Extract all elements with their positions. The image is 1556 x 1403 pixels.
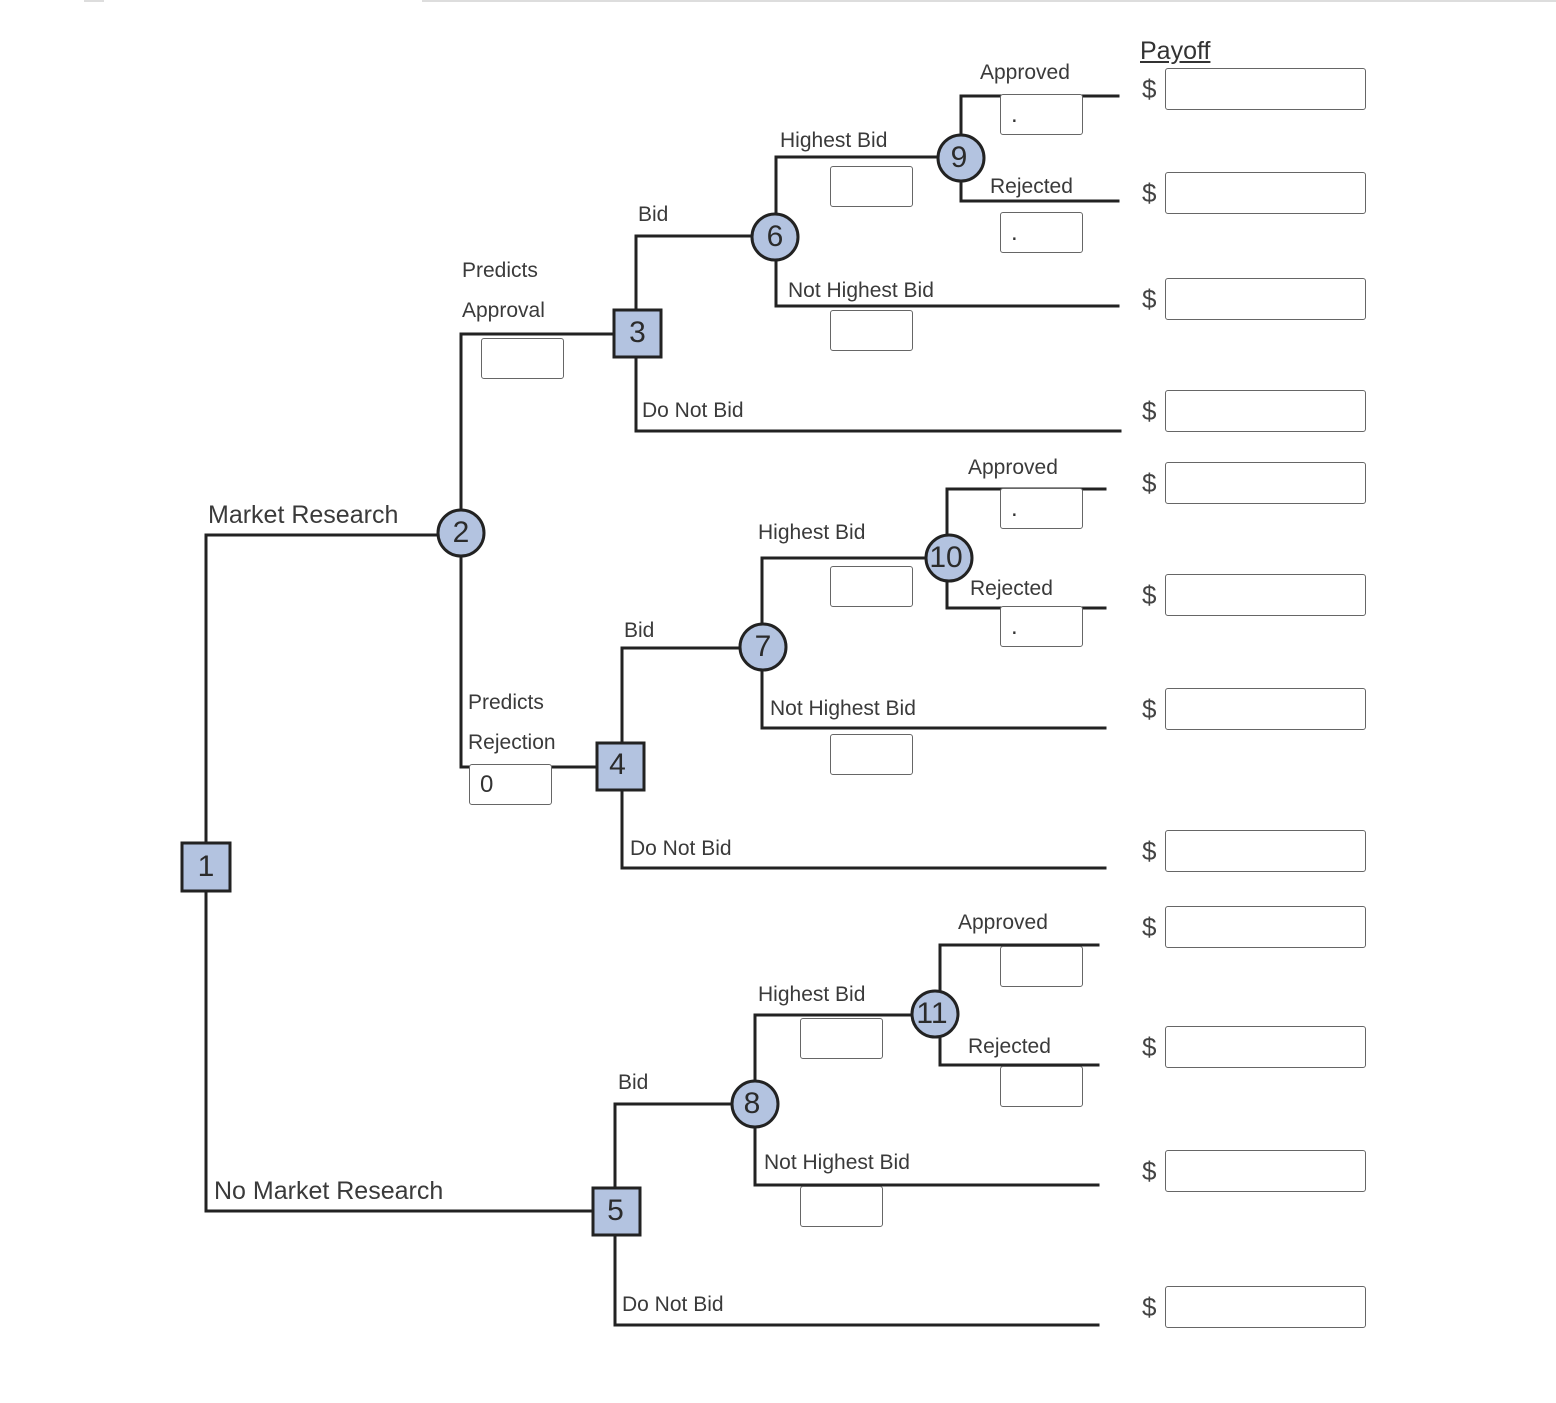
branch-label-no-market-research: No Market Research [214,1177,444,1205]
chance-node-2 [436,508,486,558]
chance-node-9 [936,133,986,183]
decision-node-4 [595,741,646,792]
node-8-label: 8 [743,1087,761,1120]
node-4-label: 4 [609,748,626,781]
dollar-sign: $ [1142,1292,1157,1322]
branch-label-rejected: Rejected [990,175,1073,198]
branch-label-highest-bid: Highest Bid [780,129,888,152]
chance-node-6 [750,212,800,262]
top-divider-left [84,0,104,2]
branch-label-do-not-bid: Do Not Bid [622,1293,724,1316]
node-11-label: 11 [916,997,948,1030]
dollar-sign: $ [1142,284,1157,314]
dollar-sign: $ [1142,178,1157,208]
node-7-label: 7 [754,630,772,663]
node-10-label: 10 [929,541,963,574]
payoff-input-11[interactable] [1165,1150,1366,1192]
branch-label-highest-bid: Highest Bid [758,983,866,1006]
top-divider-right [422,0,1556,2]
decision-node-5 [591,1186,642,1237]
dollar-sign: $ [1142,694,1157,724]
payoff-input-6[interactable] [1165,574,1366,616]
prob-input-n11-approved[interactable] [1000,946,1083,987]
branch-label-approved: Approved [958,911,1048,934]
payoff-input-7[interactable] [1165,688,1366,730]
prob-input-n8-not-highest-bid[interactable] [800,1186,883,1227]
dollar-sign: $ [1142,396,1157,426]
branch-label-do-not-bid: Do Not Bid [642,399,744,422]
prob-input-n7-highest-bid[interactable] [830,566,913,607]
payoff-input-9[interactable] [1165,906,1366,948]
branch-label-not-highest-bid: Not Highest Bid [788,279,934,302]
payoff-input-8[interactable] [1165,830,1366,872]
node-2-label: 2 [452,516,470,549]
prob-input-n9-rejected[interactable] [1000,212,1083,253]
branch-label-not-highest-bid: Not Highest Bid [764,1151,910,1174]
prob-input-n10-rejected[interactable] [1000,606,1083,647]
branch-label-approved: Approved [968,456,1058,479]
payoff-input-3[interactable] [1165,278,1366,320]
dollar-sign: $ [1142,912,1157,942]
branch-label-predicts-approval-1: Predicts [462,259,538,282]
node-6-label: 6 [766,220,784,253]
prob-input-n8-highest-bid[interactable] [800,1018,883,1059]
branch-label-bid: Bid [638,203,669,226]
dollar-sign: $ [1142,836,1157,866]
branch-label-bid: Bid [618,1071,649,1094]
payoff-input-1[interactable] [1165,68,1366,110]
prob-input-predicts-approval[interactable] [481,338,564,379]
dollar-sign: $ [1142,580,1157,610]
prob-input-n6-not-highest-bid[interactable] [830,310,913,351]
branch-label-rejected: Rejected [970,577,1053,600]
branch-label-do-not-bid: Do Not Bid [630,837,732,860]
chance-node-11 [910,989,960,1039]
decision-node-1 [180,841,232,893]
chance-node-10 [924,533,974,583]
decision-node-3 [612,308,663,359]
prob-input-n6-highest-bid[interactable] [830,166,913,207]
chance-node-8 [730,1079,780,1129]
payoff-input-5[interactable] [1165,462,1366,504]
payoff-header: Payoff [1140,37,1211,65]
branch-label-bid: Bid [624,619,655,642]
branch-label-predicts-rejection-2: Rejection [468,731,556,754]
node-3-label: 3 [629,316,646,349]
node-5-label: 5 [607,1194,624,1227]
node-1-label: 1 [197,850,215,883]
branch-label-not-highest-bid: Not Highest Bid [770,697,916,720]
prob-input-n9-approved[interactable] [1000,94,1083,135]
branch-label-market-research: Market Research [208,501,399,529]
dollar-sign: $ [1142,1032,1157,1062]
prob-input-n7-not-highest-bid[interactable] [830,734,913,775]
payoff-input-10[interactable] [1165,1026,1366,1068]
chance-node-7 [738,622,788,672]
branch-label-highest-bid: Highest Bid [758,521,866,544]
branch-label-predicts-rejection-1: Predicts [468,691,544,714]
prob-input-predicts-rejection[interactable] [469,764,552,805]
dollar-sign: $ [1142,74,1157,104]
payoff-input-12[interactable] [1165,1286,1366,1328]
node-9-label: 9 [950,141,968,174]
branch-label-rejected: Rejected [968,1035,1051,1058]
branch-label-predicts-approval-2: Approval [462,299,545,322]
dollar-sign: $ [1142,468,1157,498]
prob-input-n10-approved[interactable] [1000,488,1083,529]
payoff-input-2[interactable] [1165,172,1366,214]
prob-input-n11-rejected[interactable] [1000,1066,1083,1107]
payoff-input-4[interactable] [1165,390,1366,432]
branch-label-approved: Approved [980,61,1070,84]
dollar-sign: $ [1142,1156,1157,1186]
